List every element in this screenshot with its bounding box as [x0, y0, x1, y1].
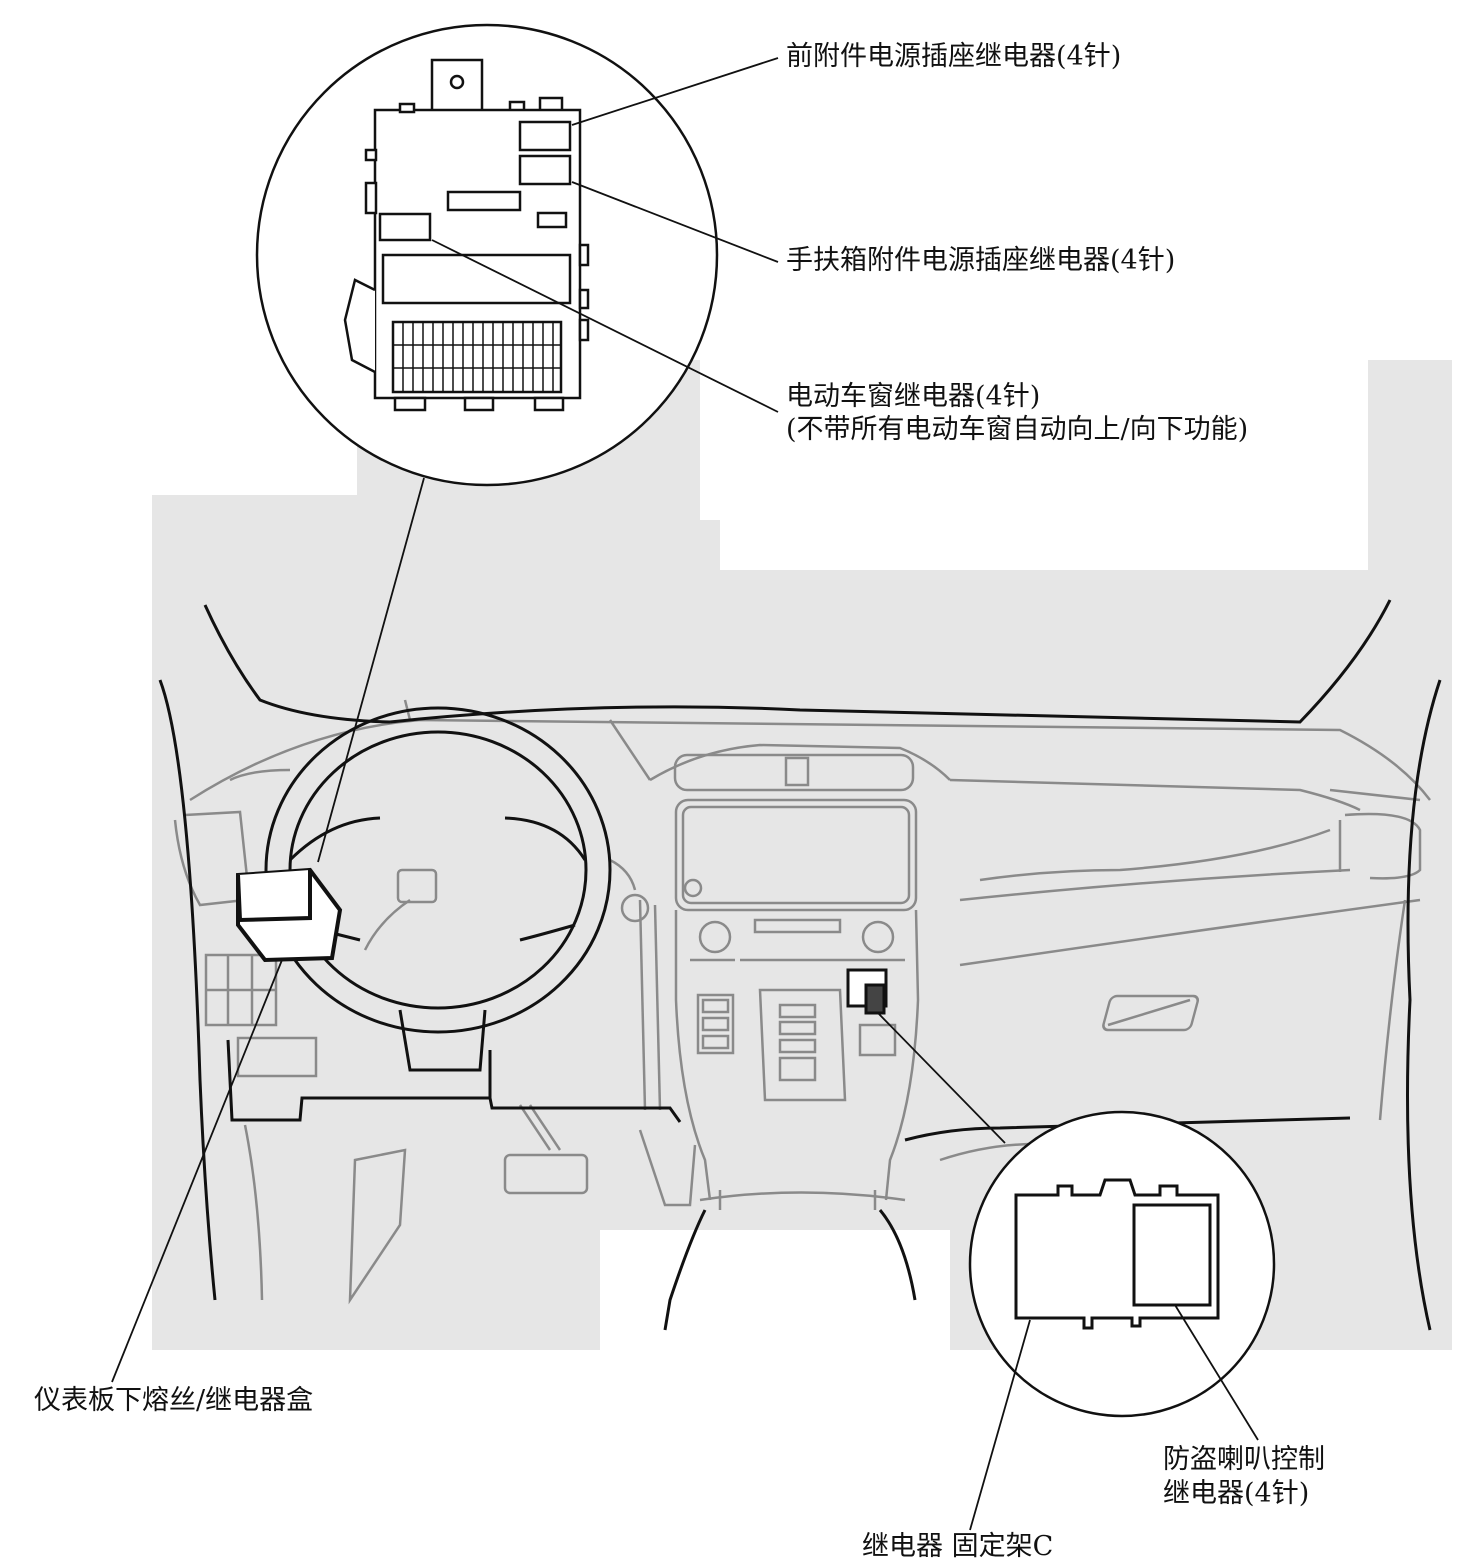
dashboard-interior — [173, 699, 1431, 1305]
label-glovebox-accessory-relay: 手扶箱附件电源插座继电器(4针) — [786, 245, 1176, 276]
relay-bracket-detail-circle — [968, 1110, 1276, 1418]
label-under-dash-fuse-box: 仪表板下熔丝/继电器盒 — [34, 1385, 314, 1416]
dashboard-outline — [158, 599, 1442, 1331]
relay-bracket-marker — [846, 968, 888, 1015]
fuse-box-detail — [343, 58, 590, 412]
label-front-accessory-relay: 前附件电源插座继电器(4针) — [786, 41, 1122, 72]
leader-lines — [111, 57, 1259, 1531]
under-dash-fuse-box-marker — [236, 867, 343, 963]
label-security-horn-relay-pins: 继电器(4针) — [1163, 1478, 1310, 1509]
label-security-horn-relay: 防盗喇叭控制 — [1163, 1444, 1325, 1475]
label-power-window-relay: 电动车窗继电器(4针) — [786, 381, 1041, 412]
label-power-window-relay-note: (不带所有电动车窗自动向上/向下功能) — [786, 414, 1249, 445]
relay-bracket-detail — [1014, 1178, 1220, 1330]
label-relay-bracket-c: 继电器 固定架C — [862, 1531, 1054, 1562]
